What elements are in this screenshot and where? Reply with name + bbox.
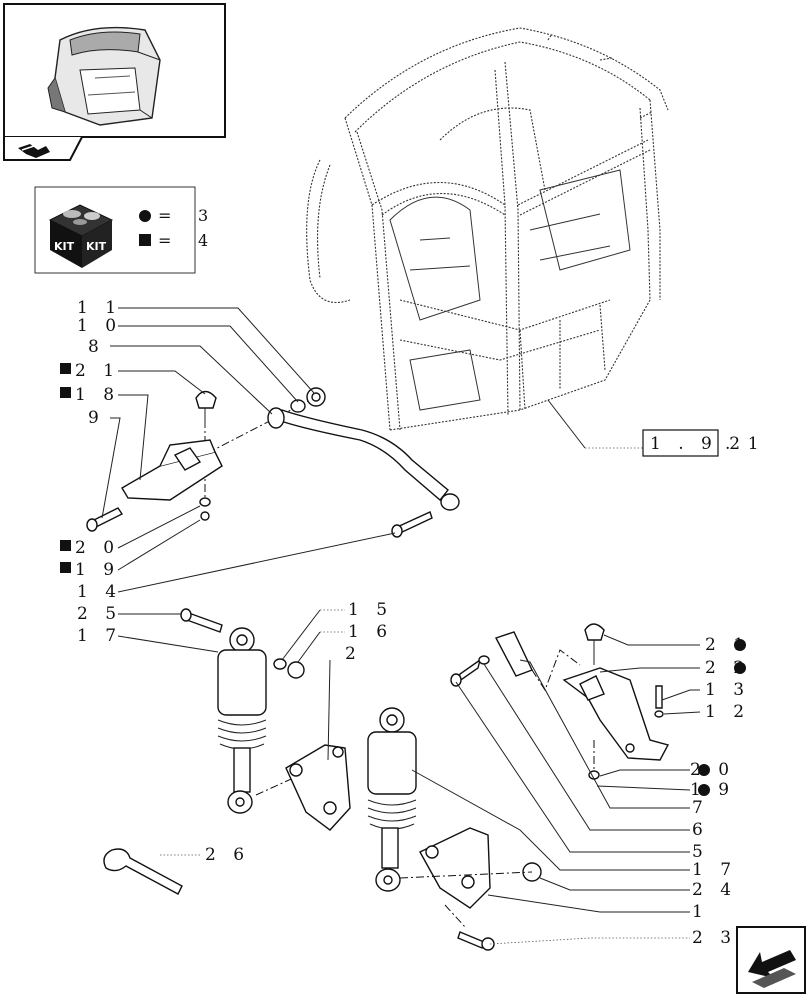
square-bullet-icon [139,234,151,246]
square-marker-icon [60,387,71,398]
circle-marker-icon [734,662,746,674]
center-shock-absorber [367,707,542,951]
thumbnail-panel[interactable] [3,3,226,161]
callout-18[interactable]: 1 8 [75,385,120,405]
callout-9[interactable]: 9 [88,408,105,428]
circle-marker-icon [698,784,710,796]
cab-frame-drawing [306,27,669,431]
callout-14[interactable]: 1 4 [77,582,122,602]
cab-thumbnail-image [47,26,161,126]
reference-suffix: . 1 [725,434,765,454]
kit-box-icon: KIT KIT [48,204,114,268]
wrench-tool [103,848,183,895]
callout-10[interactable]: 1 0 [77,316,122,336]
callout-21-upper[interactable]: 2 1 [75,361,120,381]
callout-15[interactable]: 1 5 [348,600,393,620]
callout-8[interactable]: 8 [88,337,105,357]
callout-13[interactable]: 1 3 [705,680,750,700]
callout-labels: 1 1 1 0 8 2 1 1 8 9 2 0 1 9 1 4 2 5 1 7 … [60,298,750,948]
circle-equals: = [158,206,171,225]
callout-7[interactable]: 7 [692,798,709,818]
callout-11[interactable]: 1 1 [77,298,122,318]
square-marker-icon [60,540,71,551]
callout-16[interactable]: 1 6 [348,622,393,642]
callout-26[interactable]: 2 6 [205,845,250,865]
stabilizer-assembly [86,387,460,538]
kit-label-right: KIT [86,240,107,253]
callout-19-right[interactable]: 1 9 [690,780,735,800]
callout-22[interactable]: 2 2 [705,658,750,678]
square-marker-icon [60,363,71,374]
callout-5[interactable]: 5 [692,842,709,862]
kit-label-left: KIT [54,240,75,253]
leader-lines [101,307,701,945]
reference-link[interactable]: 1 . 9 2 . 1 [547,399,765,457]
next-arrow-icon[interactable] [18,144,50,158]
callout-20-right[interactable]: 2 0 [690,760,735,780]
circle-marker-icon [734,639,746,651]
reference-number: 1 . 9 2 [650,434,746,454]
square-equals: = [158,231,171,250]
callout-23[interactable]: 2 3 [692,928,737,948]
left-shock-absorber [180,608,351,831]
callout-6[interactable]: 6 [692,820,709,840]
right-bracket-assembly [450,623,670,780]
callout-1[interactable]: 1 [692,902,709,922]
callout-19-upper[interactable]: 1 9 [75,560,120,580]
callout-25[interactable]: 2 5 [77,604,122,624]
callout-24[interactable]: 2 4 [692,880,737,900]
callout-17-right[interactable]: 1 7 [692,860,737,880]
callout-17-left[interactable]: 1 7 [77,626,122,646]
circle-bullet-icon [139,210,151,222]
callout-2[interactable]: 2 [345,644,362,664]
circle-marker-icon [698,764,710,776]
back-navigation-icon[interactable] [736,926,806,994]
callout-21-right[interactable]: 2 1 [705,635,750,655]
square-count: 4 [198,231,208,250]
circle-count: 3 [198,206,208,225]
callout-20-upper[interactable]: 2 0 [75,538,120,558]
square-marker-icon [60,562,71,573]
kit-legend: KIT KIT = 3 = 4 [34,186,208,274]
callout-12[interactable]: 1 2 [705,702,750,722]
